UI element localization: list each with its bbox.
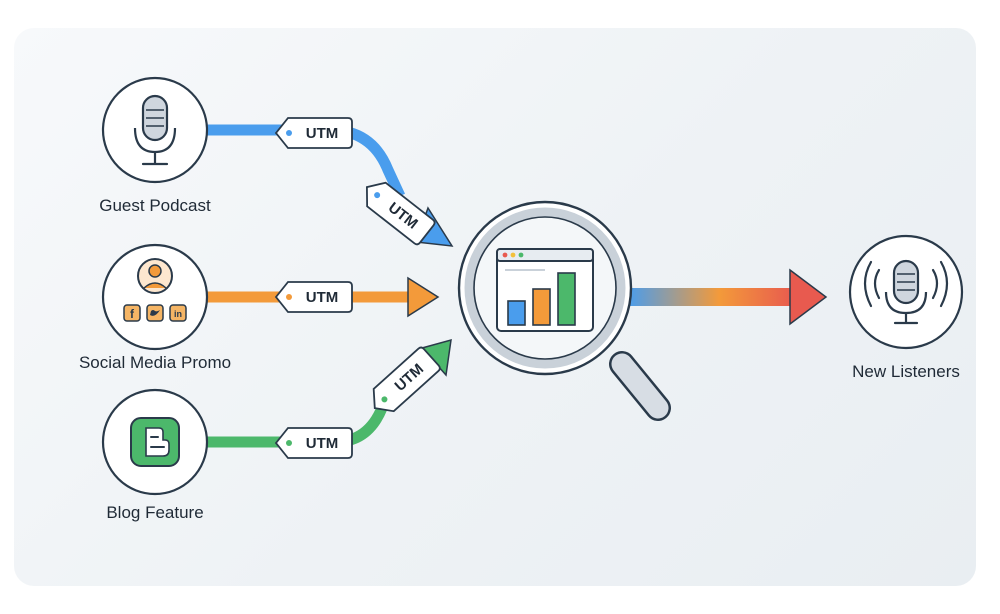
utm-label: UTM — [306, 435, 339, 452]
utm-tag-blog: UTM — [274, 427, 353, 459]
analytics-magnifier-icon — [457, 200, 671, 421]
linkedin-icon: in — [169, 304, 187, 322]
twitter-icon — [146, 304, 164, 322]
social-arrowhead — [407, 276, 440, 318]
utm-tag-social: UTM — [274, 281, 353, 313]
bar-green — [557, 272, 576, 326]
utm-tag-blog-angled: UTM — [372, 346, 441, 413]
utm-tag-podcast: UTM — [274, 117, 353, 149]
output-flow-line — [628, 268, 828, 326]
source-blog-feature — [101, 388, 209, 496]
user-social-icon — [137, 258, 173, 294]
svg-text:in: in — [174, 309, 182, 319]
output-arrowhead — [789, 268, 828, 326]
bar-blue — [507, 300, 526, 326]
microphone-icon — [133, 94, 177, 166]
bar-orange — [532, 288, 551, 326]
destination-label-new-listeners: New Listeners — [852, 362, 960, 381]
svg-text:f: f — [130, 307, 135, 321]
source-social-media-promo: f in — [101, 243, 209, 351]
source-label-blog-feature: Blog Feature — [106, 503, 203, 522]
utm-label: UTM — [306, 125, 339, 142]
browser-window-icon — [496, 248, 594, 332]
source-label-guest-podcast: Guest Podcast — [99, 196, 211, 215]
utm-tag-podcast-angled: UTM — [365, 181, 436, 246]
broadcast-microphone-icon — [863, 259, 949, 325]
facebook-icon: f — [123, 304, 141, 322]
destination-new-listeners — [848, 234, 964, 350]
blog-icon — [130, 417, 180, 467]
source-guest-podcast — [101, 76, 209, 184]
utm-label: UTM — [306, 289, 339, 306]
source-label-social-media-promo: Social Media Promo — [79, 353, 231, 372]
